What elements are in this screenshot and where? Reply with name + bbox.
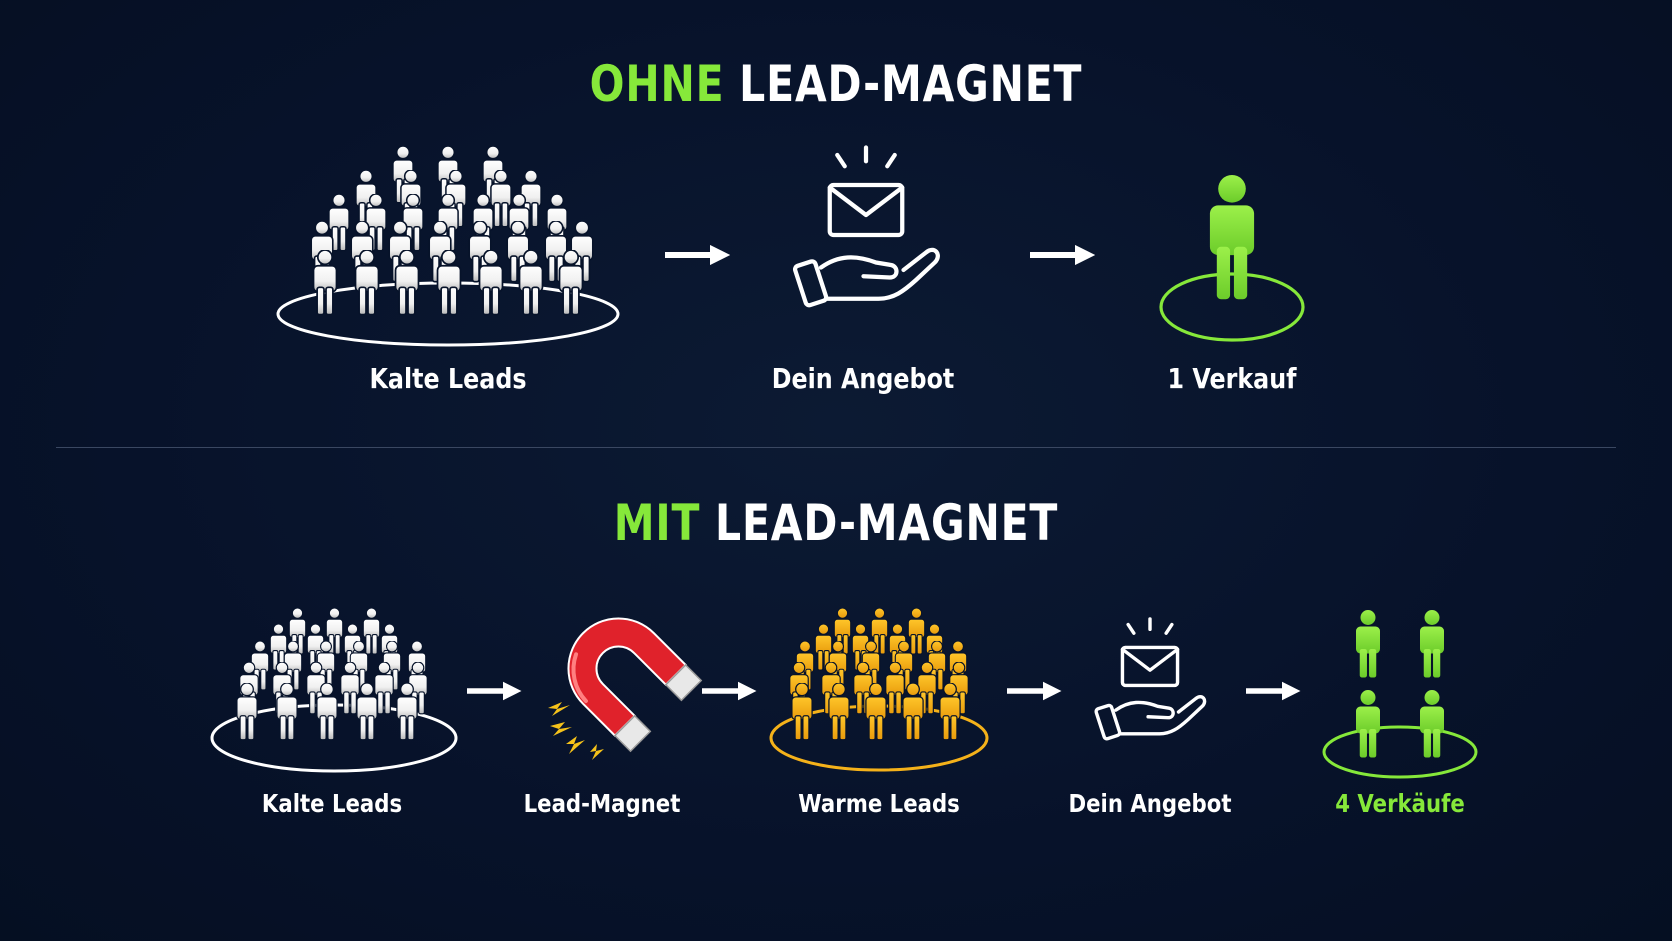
step-label-kalte-leads: Kalte Leads	[369, 362, 527, 395]
crowd-white-icon	[276, 146, 620, 347]
crowd-yellow-icon	[769, 608, 989, 772]
hand-envelope-icon	[1094, 617, 1207, 741]
step-label-dein-angebot: Dein Angebot	[1068, 789, 1232, 818]
single-person-green-icon	[1159, 175, 1305, 342]
title-rest: LEAD-MAGNET	[739, 55, 1083, 113]
crowd-white-icon	[210, 608, 458, 773]
four-people-green-icon	[1322, 610, 1478, 779]
magnet-icon	[567, 617, 703, 753]
title-highlight: OHNE	[589, 55, 725, 113]
step-label-warme-leads: Warme Leads	[798, 789, 960, 818]
title-rest: LEAD-MAGNET	[715, 494, 1059, 552]
step-label-verkauf: 1 Verkauf	[1167, 362, 1297, 395]
spark-icon	[548, 702, 604, 760]
step-label-verkaeufe: 4 Verkäufe	[1335, 789, 1465, 818]
section-divider	[56, 447, 1616, 448]
step-label-dein-angebot: Dein Angebot	[771, 362, 955, 395]
title-highlight: MIT	[613, 494, 701, 552]
step-label-kalte-leads: Kalte Leads	[261, 789, 403, 818]
step-label-lead-magnet: Lead-Magnet	[523, 789, 681, 818]
hand-envelope-icon	[792, 145, 940, 308]
